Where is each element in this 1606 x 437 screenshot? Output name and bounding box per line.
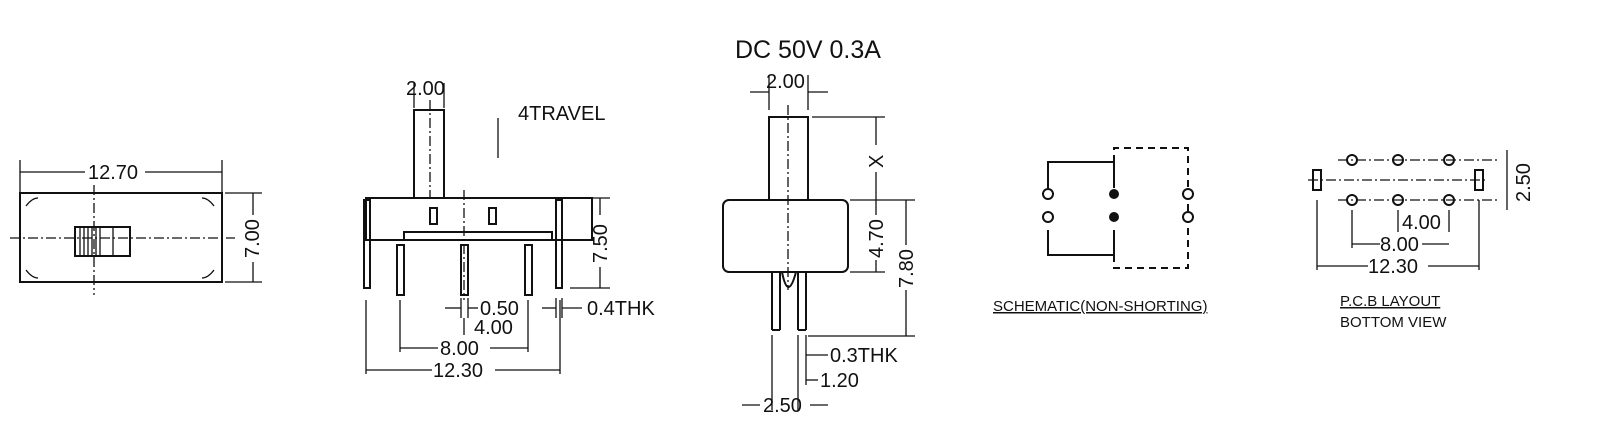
actuator-height-dim: X (866, 155, 888, 168)
side-actuator-width-dim: 2.00 (766, 71, 805, 93)
side-thickness-label: 0.3THK (830, 345, 898, 367)
outer-pin-span-dim: 8.00 (440, 338, 479, 360)
pin-pitch-dim: 4.00 (474, 317, 513, 339)
pcb-layout: 2.50 4.00 8.00 12.30 P.C.B LAYOUT BOTTOM… (1308, 150, 1535, 331)
pcb-label-line1: P.C.B LAYOUT (1340, 293, 1440, 310)
top-width-dim: 12.70 (88, 162, 138, 184)
pin-width-dim: 0.50 (480, 298, 519, 320)
rating-label: DC 50V 0.3A (735, 36, 881, 64)
front-actuator-width-dim: 2.00 (406, 78, 445, 100)
actuator (413, 109, 445, 199)
side-view: 2.00 X 4.70 7.80 0.3THK 1.20 2.50 (722, 71, 918, 417)
total-height-dim: 7.80 (896, 249, 918, 288)
front-thickness-label: 0.4THK (587, 298, 655, 320)
row-pitch-dim: 2.50 (1513, 163, 1535, 202)
pcb-label-line2: BOTTOM VIEW (1340, 314, 1447, 331)
slider-knob (74, 226, 131, 257)
schematic-label: SCHEMATIC(NON-SHORTING) (993, 298, 1207, 315)
top-view: 12.70 7.00 (10, 160, 264, 295)
front-view: 2.00 4TRAVEL 7.50 0.50 0.4THK 4.00 8.00 … (363, 78, 655, 382)
pin-span-dim: 2.50 (763, 395, 802, 417)
pcb-outer-pin-span-dim: 8.00 (1380, 234, 1419, 256)
mount-span-dim: 12.30 (433, 360, 483, 382)
pcb-pin-pitch-dim: 4.00 (1402, 212, 1441, 234)
schematic: SCHEMATIC(NON-SHORTING) (993, 147, 1207, 315)
front-height-dim: 7.50 (590, 224, 612, 263)
pin-offset-dim: 1.20 (820, 370, 859, 392)
pcb-mount-span-dim: 12.30 (1368, 256, 1418, 278)
travel-label: 4TRAVEL (518, 103, 605, 125)
body-height-dim: 4.70 (866, 219, 888, 258)
top-height-dim: 7.00 (242, 219, 264, 258)
